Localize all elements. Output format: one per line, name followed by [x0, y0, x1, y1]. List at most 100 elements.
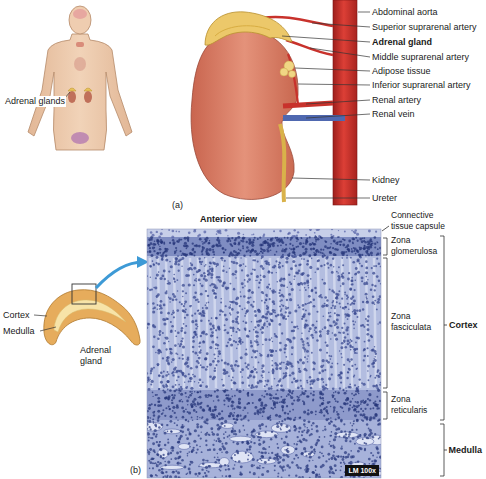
cell-nucleus — [283, 372, 285, 374]
cell-nucleus — [271, 407, 273, 409]
cell-nucleus — [379, 372, 381, 375]
cell-nucleus — [356, 250, 359, 253]
cell-nucleus — [289, 340, 292, 343]
cell-nucleus — [267, 244, 269, 246]
cell-nucleus — [364, 245, 365, 246]
cell-nucleus — [238, 340, 241, 343]
cell-nucleus — [172, 374, 174, 376]
cell-nucleus — [354, 312, 357, 315]
cell-nucleus — [336, 326, 339, 329]
cell-nucleus — [221, 260, 222, 261]
cell-nucleus — [243, 263, 245, 265]
cell-nucleus — [199, 238, 202, 241]
cell-nucleus — [350, 257, 352, 259]
cell-nucleus — [257, 344, 259, 346]
cell-nucleus — [324, 264, 326, 266]
cell-nucleus — [350, 358, 352, 360]
cell-nucleus — [374, 236, 377, 239]
cell-nucleus — [221, 284, 224, 287]
cell-nucleus — [307, 342, 309, 344]
cell-nucleus — [243, 234, 245, 236]
cell-nucleus — [355, 368, 357, 370]
cell-nucleus — [167, 380, 170, 383]
cell-nucleus — [341, 357, 343, 359]
cell-nucleus — [253, 366, 254, 367]
cell-nucleus — [289, 410, 291, 412]
cell-nucleus — [214, 297, 216, 299]
cell-nucleus — [311, 352, 313, 354]
cell-nucleus — [229, 283, 231, 285]
cell-nucleus — [281, 308, 283, 310]
cell-nucleus — [375, 353, 377, 355]
cell-nucleus — [224, 361, 227, 364]
cell-nucleus — [346, 257, 348, 259]
cell-nucleus — [212, 262, 214, 264]
cell-nucleus — [217, 356, 219, 358]
cell-nucleus — [211, 245, 214, 248]
cell-nucleus — [301, 318, 303, 320]
cell-nucleus — [352, 320, 354, 322]
cell-nucleus — [314, 253, 317, 256]
cell-nucleus — [196, 336, 198, 338]
cell-nucleus — [321, 370, 324, 373]
cell-nucleus — [216, 244, 219, 247]
cell-nucleus — [370, 288, 373, 291]
cell-nucleus — [364, 241, 366, 243]
cell-cord — [326, 258, 328, 388]
cell-nucleus — [292, 251, 295, 254]
cell-nucleus — [223, 281, 226, 284]
cell-nucleus — [242, 320, 244, 322]
cell-nucleus — [302, 343, 305, 346]
cell-nucleus — [202, 382, 204, 384]
cell-nucleus — [245, 353, 248, 356]
micrograph — [147, 229, 381, 237]
cell-nucleus — [345, 247, 346, 248]
cell-nucleus — [246, 309, 249, 312]
cell-nucleus — [274, 312, 276, 314]
cell-nucleus — [175, 260, 178, 263]
cell-nucleus — [354, 312, 356, 314]
cell-nucleus — [249, 374, 252, 377]
cell-nucleus — [359, 247, 361, 249]
cell-nucleus — [362, 301, 364, 303]
cell-nucleus — [344, 336, 347, 339]
cell-nucleus — [231, 401, 234, 404]
leader-lines — [282, 12, 370, 198]
cell-nucleus — [326, 352, 328, 354]
cell-nucleus — [167, 280, 169, 282]
cell-nucleus — [198, 345, 200, 347]
cell-nucleus — [371, 336, 373, 338]
cell-nucleus — [169, 389, 172, 392]
cell-nucleus — [300, 379, 302, 381]
cell-nucleus — [374, 285, 376, 287]
cell-nucleus — [289, 281, 291, 283]
cell-nucleus — [249, 330, 251, 332]
cell-nucleus — [354, 279, 356, 281]
cell-nucleus — [282, 241, 285, 244]
cell-nucleus — [347, 333, 349, 335]
cell-nucleus — [345, 346, 348, 349]
cell-nucleus — [313, 368, 316, 371]
cell-nucleus — [325, 341, 327, 343]
cell-nucleus — [189, 391, 191, 393]
cell-nucleus — [279, 262, 281, 264]
cell-nucleus — [335, 338, 338, 341]
cell-nucleus — [197, 416, 199, 418]
cell-nucleus — [230, 343, 233, 346]
cell-nucleus — [274, 378, 276, 380]
kidney-illustration — [283, 103, 333, 106]
cell-nucleus — [346, 390, 348, 392]
cell-nucleus — [175, 335, 177, 337]
cell-nucleus — [206, 253, 208, 255]
cell-nucleus — [176, 379, 178, 381]
cell-nucleus — [156, 274, 159, 277]
cell-nucleus — [292, 260, 295, 263]
vessel-space — [158, 449, 169, 458]
cell-nucleus — [149, 250, 152, 253]
cell-nucleus — [256, 280, 257, 281]
cell-nucleus — [150, 236, 153, 239]
cell-nucleus — [324, 245, 327, 248]
cell-nucleus — [223, 266, 225, 268]
vessel-space — [271, 424, 291, 433]
cell-nucleus — [175, 247, 177, 249]
